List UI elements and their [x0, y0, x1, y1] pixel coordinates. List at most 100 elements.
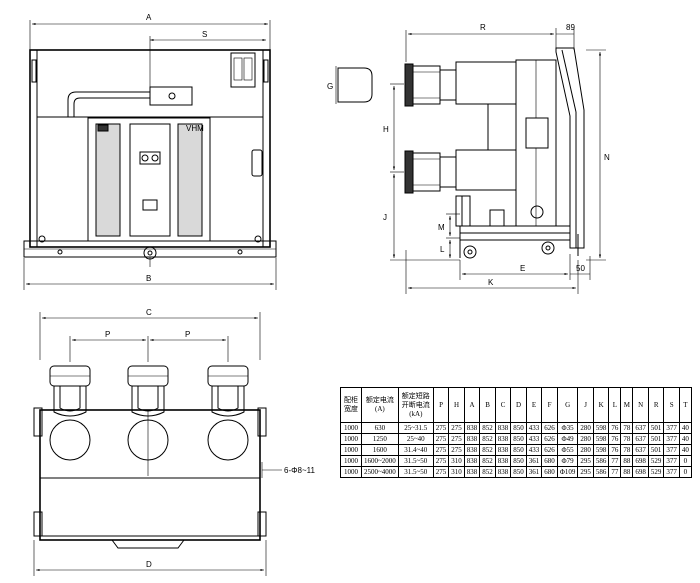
header-cell: L: [608, 387, 622, 423]
dim-label-B: B: [146, 274, 151, 283]
header-cell: A: [463, 387, 481, 423]
table-cell: Φ49: [556, 433, 579, 445]
table-cell: 1000: [340, 455, 362, 467]
table-cell: 852: [479, 422, 496, 434]
header-cell: C: [494, 387, 512, 423]
table-cell: 838: [494, 444, 512, 456]
table-cell: 680: [541, 466, 558, 478]
table-cell: 361: [525, 455, 543, 467]
table-cell: 630: [361, 422, 399, 434]
table-cell: 433: [525, 433, 543, 445]
table-cell: 529: [647, 466, 665, 478]
table-cell: Φ79: [556, 455, 579, 467]
table-cell: 25~40: [397, 433, 434, 445]
table-cell: 31.5~50: [397, 455, 434, 467]
table-cell: 850: [510, 455, 527, 467]
table-cell: 850: [510, 444, 527, 456]
table-cell: 25~31.5: [397, 422, 434, 434]
header-cell: F: [541, 387, 558, 423]
header-cell: D: [510, 387, 527, 423]
table-cell: 698: [632, 455, 649, 467]
table-cell: 0: [678, 466, 692, 478]
header-cell: J: [577, 387, 594, 423]
table-cell: 1600: [361, 444, 399, 456]
table-cell: 275: [432, 433, 450, 445]
table-cell: 1000: [340, 444, 362, 456]
table-cell: 0: [678, 455, 692, 467]
table-cell: 598: [592, 433, 610, 445]
table-cell: Φ55: [556, 444, 579, 456]
table-cell: 275: [448, 444, 465, 456]
table-cell: 850: [510, 433, 527, 445]
table-cell: Φ35: [556, 422, 579, 434]
hole-note: 6-Φ8~11: [284, 466, 315, 475]
table-cell: 40: [678, 422, 692, 434]
contact-cluster-3: [207, 365, 249, 417]
table-cell: 78: [620, 444, 634, 456]
dim-label-A: A: [146, 13, 152, 22]
table-cell: 1250: [361, 433, 399, 445]
table-cell: 275: [432, 444, 450, 456]
table-cell: 852: [479, 433, 496, 445]
dim-label-S: S: [202, 30, 207, 39]
header-cell: 配柜宽度: [340, 387, 362, 423]
dim-label-R: R: [480, 23, 486, 32]
table-cell: 598: [592, 422, 610, 434]
table-cell: 40: [678, 433, 692, 445]
table-cell: 310: [448, 466, 465, 478]
table-cell: 295: [577, 455, 594, 467]
table-cell: 838: [494, 466, 512, 478]
table-cell: 838: [463, 433, 481, 445]
header-cell: N: [632, 387, 649, 423]
table-cell: 280: [577, 444, 594, 456]
table-cell: 77: [608, 466, 622, 478]
dim-label-J: J: [383, 213, 387, 222]
spec-table: 配柜宽度 额定电流(A) 额定短路开断电流(kA) P H A B C D E …: [340, 387, 692, 478]
table-cell: 377: [663, 433, 680, 445]
dim-label-E: E: [520, 264, 525, 273]
table-cell: 637: [632, 422, 649, 434]
top-view: C P P: [33, 308, 315, 576]
table-cell: 377: [663, 444, 680, 456]
table-cell: 78: [620, 433, 634, 445]
table-cell: 680: [541, 455, 558, 467]
table-cell: 850: [510, 466, 527, 478]
table-cell: 1000: [340, 466, 362, 478]
dim-label-89: 89: [566, 23, 575, 32]
table-cell: 2500~4000: [361, 466, 399, 478]
table-cell: 637: [632, 444, 649, 456]
table-cell: 838: [494, 433, 512, 445]
table-cell: 598: [592, 444, 610, 456]
table-cell: 280: [577, 433, 594, 445]
table-cell: 433: [525, 444, 543, 456]
table-cell: 850: [510, 422, 527, 434]
dim-label-L: L: [440, 245, 445, 254]
table-cell: 626: [541, 444, 558, 456]
header-cell: T: [678, 387, 692, 423]
table-cell: 77: [608, 455, 622, 467]
table-cell: 838: [494, 455, 512, 467]
table-cell: 76: [608, 433, 622, 445]
table-cell: 76: [608, 422, 622, 434]
dim-label-G: G: [327, 82, 333, 91]
table-cell: 310: [448, 455, 465, 467]
header-cell: S: [663, 387, 680, 423]
table-cell: 31.4~40: [397, 444, 434, 456]
header-cell: 额定电流(A): [361, 387, 399, 423]
table-cell: 838: [463, 466, 481, 478]
header-cell: 额定短路开断电流(kA): [397, 387, 434, 423]
table-cell: 275: [432, 422, 450, 434]
dim-label-D: D: [146, 560, 152, 569]
table-cell: Φ109: [556, 466, 579, 478]
breaker-badge: VHM: [186, 124, 204, 133]
dim-label-C: C: [146, 308, 152, 317]
table-header-row: 配柜宽度 额定电流(A) 额定短路开断电流(kA) P H A B C D E …: [340, 387, 692, 423]
table-cell: 377: [663, 455, 680, 467]
table-cell: 501: [647, 433, 665, 445]
table-cell: 838: [463, 422, 481, 434]
table-cell: 586: [592, 455, 610, 467]
